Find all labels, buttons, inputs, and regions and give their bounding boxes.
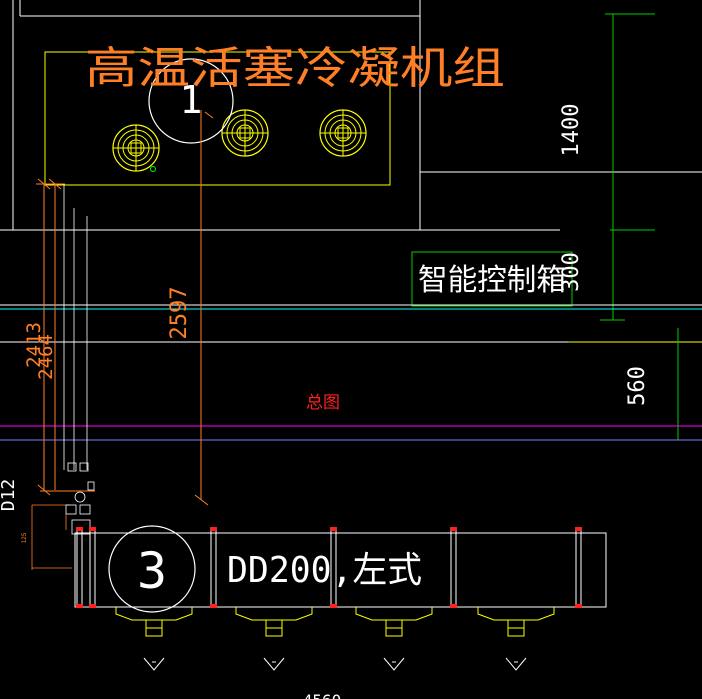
- fan-middle: [221, 109, 269, 157]
- dim-560: 560: [625, 366, 650, 406]
- evaporator-group: 3 DD200,左式: [74, 525, 607, 671]
- fan-left: [112, 124, 160, 172]
- dim-2413: 2413: [23, 322, 45, 368]
- right-side-group: 1400 智能控制箱 300 560: [411, 13, 702, 440]
- evaporator-supports: [76, 527, 582, 608]
- dim-d12: D12: [0, 479, 19, 512]
- unit-title: 高温活塞冷凝机组: [85, 43, 505, 94]
- dim-2464: 2464: [35, 334, 57, 380]
- evaporator-fan-4: [477, 607, 555, 671]
- dim-300: 300: [559, 252, 584, 292]
- evaporator-label: DD200,左式: [227, 550, 422, 591]
- dim-small: 125: [21, 532, 28, 543]
- balloon-3-circle: [108, 525, 196, 613]
- balloon-3-label: 3: [137, 542, 167, 600]
- overview-label: 总图: [306, 393, 340, 413]
- pipe-fittings: [65, 462, 95, 535]
- balloon-1-circle: [148, 58, 234, 144]
- left-dimension-group: 2597 2413 2464 D12 125: [0, 110, 209, 570]
- evaporator-fan-3: [355, 607, 433, 671]
- dim-1400: 1400: [559, 104, 584, 157]
- dim-4560: 4560: [303, 691, 342, 699]
- condensing-unit-group: 1 高温活塞冷凝机组: [0, 0, 505, 231]
- dim-2597: 2597: [167, 287, 192, 340]
- control-box-outline: [411, 251, 573, 307]
- evaporator-fan-1: [115, 607, 193, 671]
- control-box-label: 智能控制箱: [418, 263, 566, 298]
- condensing-unit-body: [44, 51, 391, 186]
- balloon-1-label: 1: [180, 78, 203, 122]
- fan-right: [319, 109, 367, 157]
- horizontal-lines: [0, 304, 702, 441]
- evaporator-fan-2: [235, 607, 313, 671]
